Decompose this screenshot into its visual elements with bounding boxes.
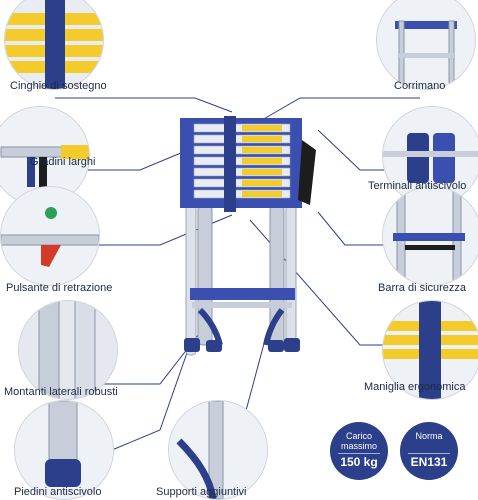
badge-norm-separator (408, 453, 450, 454)
ladder-illustration (180, 116, 316, 356)
detail-cinghie (4, 0, 104, 90)
badge-norm-title: Norma (415, 431, 443, 441)
detail-piedini (14, 400, 114, 500)
detail-barra (382, 186, 478, 286)
label-corrimano: Corrimano (394, 80, 446, 92)
badge-norm: Norma EN131 (400, 422, 458, 480)
label-barra: Barra di sicurezza (378, 282, 467, 294)
badge-load-title: Carico massimo (340, 431, 377, 451)
label-terminali: Terminali antiscivolo (368, 180, 467, 192)
detail-pulsante (0, 186, 100, 286)
badge-load-separator (338, 453, 380, 454)
badge-load: Carico massimo 150 kg (330, 422, 388, 480)
detail-supporti (168, 400, 268, 500)
detail-montanti (18, 300, 118, 400)
label-gradini: Gradini larghi (30, 156, 96, 168)
detail-corrimano (376, 0, 476, 90)
badge-load-value: 150 kg (340, 455, 378, 469)
label-supporti: Supporti aggiuntivi (156, 486, 247, 498)
badge-norm-value: EN131 (410, 455, 448, 469)
label-cinghie: Cinghie di sostegno (10, 80, 107, 92)
label-maniglia: Maniglia ergonomica (364, 381, 466, 393)
label-piedini: Piedini antiscivolo (14, 486, 102, 498)
label-pulsante: Pulsante di retrazione (6, 282, 113, 294)
label-montanti: Montanti laterali robusti (4, 386, 118, 398)
detail-maniglia (382, 300, 478, 400)
